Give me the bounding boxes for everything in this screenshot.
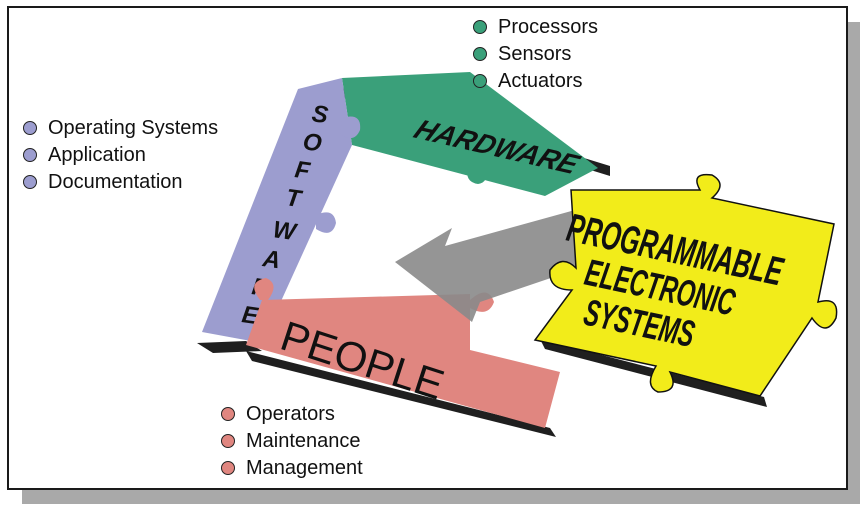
hardware-list-item: Actuators [473,68,598,95]
insertion-arrow [395,210,598,322]
software-letter: T [284,184,305,213]
hardware-piece-body [342,72,598,196]
software-letter: O [301,128,324,157]
software-list-text: Operating Systems [48,117,219,139]
bullet-icon [473,20,487,34]
software-list-item: Operating Systems [23,115,218,142]
people-piece: PEOPLE [246,278,560,437]
software-list-item: Application [23,142,218,169]
bullet-icon [473,47,487,61]
bullet-icon [23,175,37,189]
bullet-icon [221,434,235,448]
bullet-icon [23,148,37,162]
people-list-text: Management [246,457,363,479]
software-piece: SOFTWARE [197,78,361,353]
programmable-piece-body [533,173,838,397]
hardware-list-item: Processors [473,14,598,41]
software-piece-body [202,78,352,343]
software-list-text: Documentation [48,171,183,193]
people-list-item: Operators [221,401,363,428]
hardware-list-text: Sensors [498,43,572,65]
hardware-piece: HARDWARE [330,72,610,196]
bullet-icon [473,74,487,88]
people-piece-body [246,294,560,428]
people-list-text: Operators [246,403,335,425]
hardware-list-text: Actuators [498,70,583,92]
software-letters: SOFTWARE [240,100,330,330]
software-letter: A [260,245,282,274]
hardware-list-text: Processors [498,16,599,38]
software-list-item: Documentation [23,169,218,196]
people-list-text: Maintenance [246,430,361,452]
bullet-icon [221,407,235,421]
software-letter: S [310,100,330,129]
people-list-item: Maintenance [221,428,363,455]
bullet-icon [23,121,37,135]
hardware-list-item: Sensors [473,41,598,68]
people-list-item: Management [221,455,363,482]
bullet-icon [221,461,235,475]
software-list-text: Application [48,144,146,166]
software-letter: F [293,156,313,185]
